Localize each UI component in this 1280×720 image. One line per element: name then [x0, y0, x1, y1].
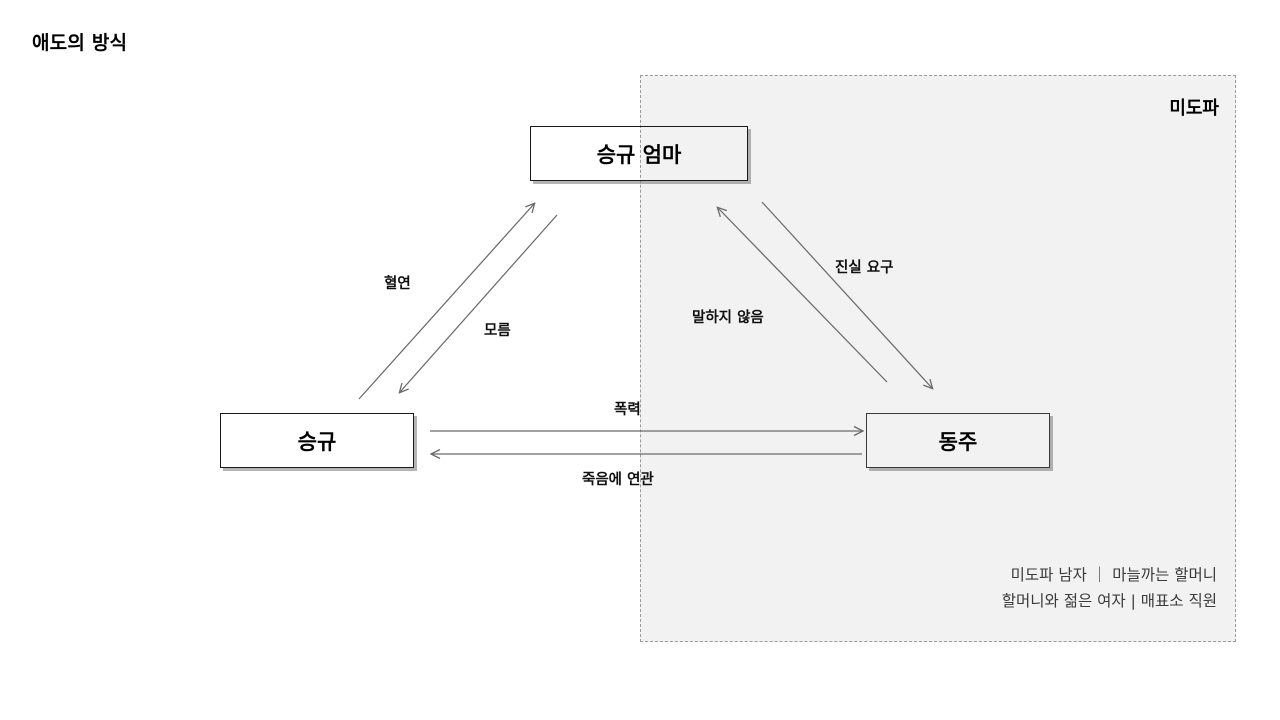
edge-line-malhaji [761, 201, 932, 388]
edge-label-hyeolyeon: 혈연 [384, 276, 411, 292]
edge-label-jugeume-yeongwan: 죽음에 연관 [582, 472, 654, 488]
edge-line-jinsil [718, 208, 888, 383]
node-dongju[interactable]: 동주 [866, 413, 1050, 468]
edge-line-moreum [400, 214, 558, 392]
node-seunggyu[interactable]: 승규 [220, 413, 414, 468]
group-legend-line-1: 미도파 남자 ｜ 마늘까는 할머니 [1010, 565, 1217, 584]
edge-label-moreum: 모름 [484, 323, 511, 339]
group-region-midopa: 미도파 미도파 남자 ｜ 마늘까는 할머니 할머니와 젊은 여자 | 매표소 직… [640, 75, 1236, 642]
group-legend-line-2: 할머니와 젊은 여자 | 매표소 직원 [1001, 592, 1217, 611]
node-label: 승규 [297, 429, 337, 454]
edge-label-jinsil-yogu: 진실 요구 [835, 260, 894, 276]
edge-line-hyeolyeon [358, 204, 534, 400]
node-label: 승규 엄마 [596, 142, 682, 167]
group-label: 미도파 [1169, 98, 1219, 119]
group-legend: 미도파 남자 ｜ 마늘까는 할머니 할머니와 젊은 여자 | 매표소 직원 [1002, 562, 1217, 615]
node-label: 동주 [938, 429, 978, 454]
node-seunggyu-mother[interactable]: 승규 엄마 [530, 126, 748, 181]
page-title: 애도의 방식 [32, 32, 128, 54]
edge-label-pokryeok: 폭력 [614, 402, 641, 418]
edge-label-malhaji-anheum: 말하지 않음 [692, 310, 764, 326]
